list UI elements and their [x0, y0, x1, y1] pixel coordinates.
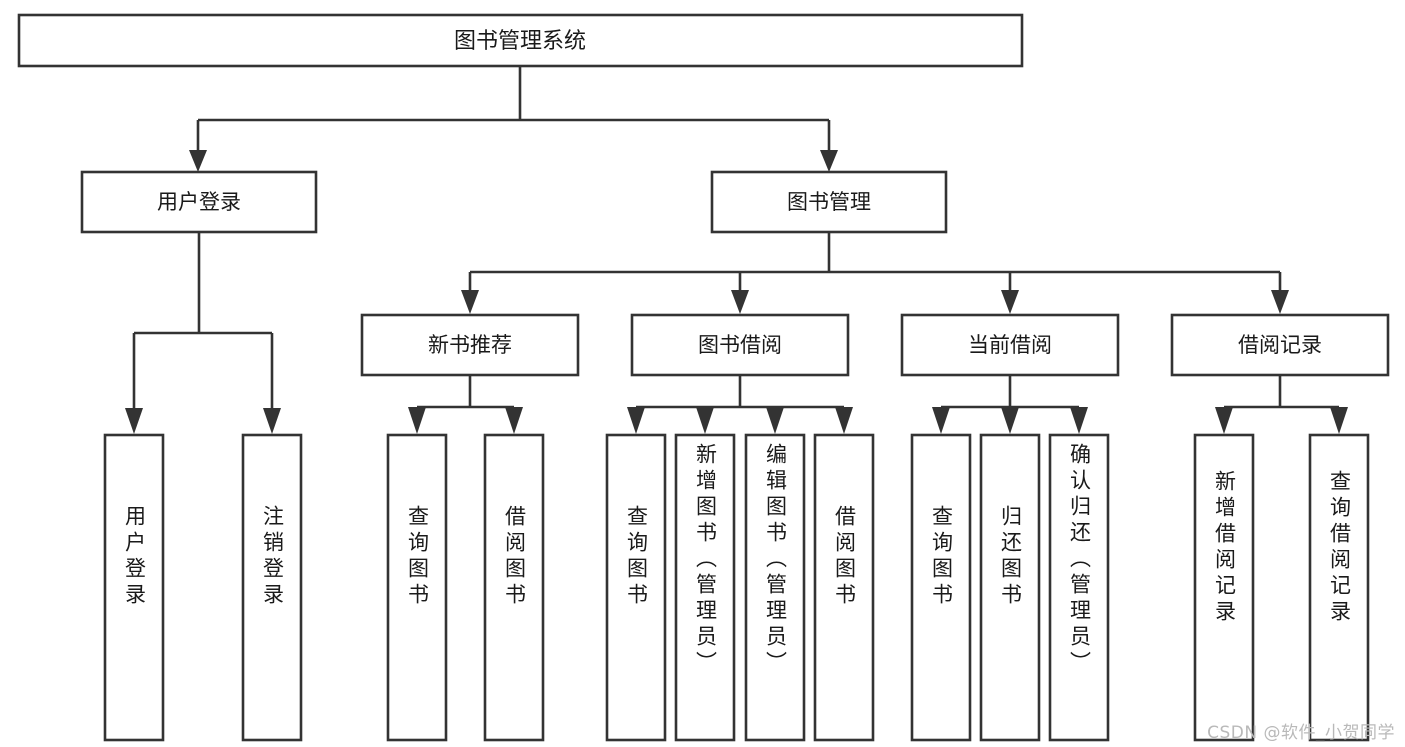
arrow-head-userlogin-2: [263, 408, 281, 434]
leaf-box-add-record[interactable]: [1193, 433, 1255, 742]
arrow-head-level3-2: [731, 290, 749, 314]
node-current-borrow[interactable]: 当前借阅: [900, 313, 1120, 377]
leaf-box-return-book[interactable]: [979, 433, 1041, 742]
new-book-recommend-label: 新书推荐: [428, 333, 512, 357]
node-book-manage[interactable]: 图书管理: [710, 170, 948, 234]
arrow-head-userlogin-1: [125, 408, 143, 434]
leaf-box-confirm-return[interactable]: [1048, 433, 1110, 742]
arrow-head-newbook-1: [408, 407, 426, 434]
arrow-head-bookborrow-2: [696, 407, 714, 434]
leaf-box-query-book-1[interactable]: [386, 433, 448, 742]
current-borrow-box[interactable]: [900, 313, 1120, 377]
user-login-label: 用户登录: [157, 190, 241, 214]
node-borrow-record[interactable]: 借阅记录: [1170, 313, 1390, 377]
arrow-head-borrowrecord-2: [1330, 407, 1348, 434]
arrow-head-level3-1: [461, 290, 479, 314]
root-box[interactable]: [17, 13, 1024, 68]
arrow-head-level2-2: [820, 150, 838, 172]
book-borrow-box[interactable]: [630, 313, 850, 377]
book-manage-box[interactable]: [710, 170, 948, 234]
borrow-record-box[interactable]: [1170, 313, 1390, 377]
arrow-head-currentborrow-2: [1001, 407, 1019, 434]
node-user-login[interactable]: 用户登录: [80, 170, 318, 234]
csdn-watermark: CSDN @软件_小贺同学: [1207, 723, 1395, 743]
node-root[interactable]: 图书管理系统: [17, 13, 1024, 68]
leaf-box-add-book[interactable]: [674, 433, 736, 742]
leaf-box-query-book-2[interactable]: [605, 433, 667, 742]
arrow-head-borrowrecord-1: [1215, 407, 1233, 434]
arrow-head-bookborrow-4: [835, 407, 853, 434]
arrow-head-bookborrow-1: [627, 407, 645, 434]
node-book-borrow[interactable]: 图书借阅: [630, 313, 850, 377]
leaf-box-query-book-3[interactable]: [910, 433, 972, 742]
arrow-head-newbook-2: [505, 407, 523, 434]
arrow-head-level2-1: [189, 150, 207, 172]
arrow-head-currentborrow-1: [932, 407, 950, 434]
new-book-recommend-box[interactable]: [360, 313, 580, 377]
root-label: 图书管理系统: [454, 29, 586, 54]
leaf-box-borrow-book-2[interactable]: [813, 433, 875, 742]
leaf-box-edit-book[interactable]: [744, 433, 806, 742]
node-new-book-recommend[interactable]: 新书推荐: [360, 313, 580, 377]
arrow-head-level3-4: [1271, 290, 1289, 314]
leaf-box-user-login[interactable]: [103, 433, 165, 742]
arrow-head-bookborrow-3: [766, 407, 784, 434]
arrow-head-currentborrow-3: [1070, 407, 1088, 434]
book-manage-label: 图书管理: [787, 190, 871, 214]
leaf-box-borrow-book-1[interactable]: [483, 433, 545, 742]
leaf-box-user-logout[interactable]: [241, 433, 303, 742]
arrow-head-level3-3: [1001, 290, 1019, 314]
leaf-box-query-record[interactable]: [1308, 433, 1370, 742]
book-borrow-label: 图书借阅: [698, 333, 782, 357]
current-borrow-label: 当前借阅: [968, 333, 1052, 357]
borrow-record-label: 借阅记录: [1238, 333, 1322, 357]
